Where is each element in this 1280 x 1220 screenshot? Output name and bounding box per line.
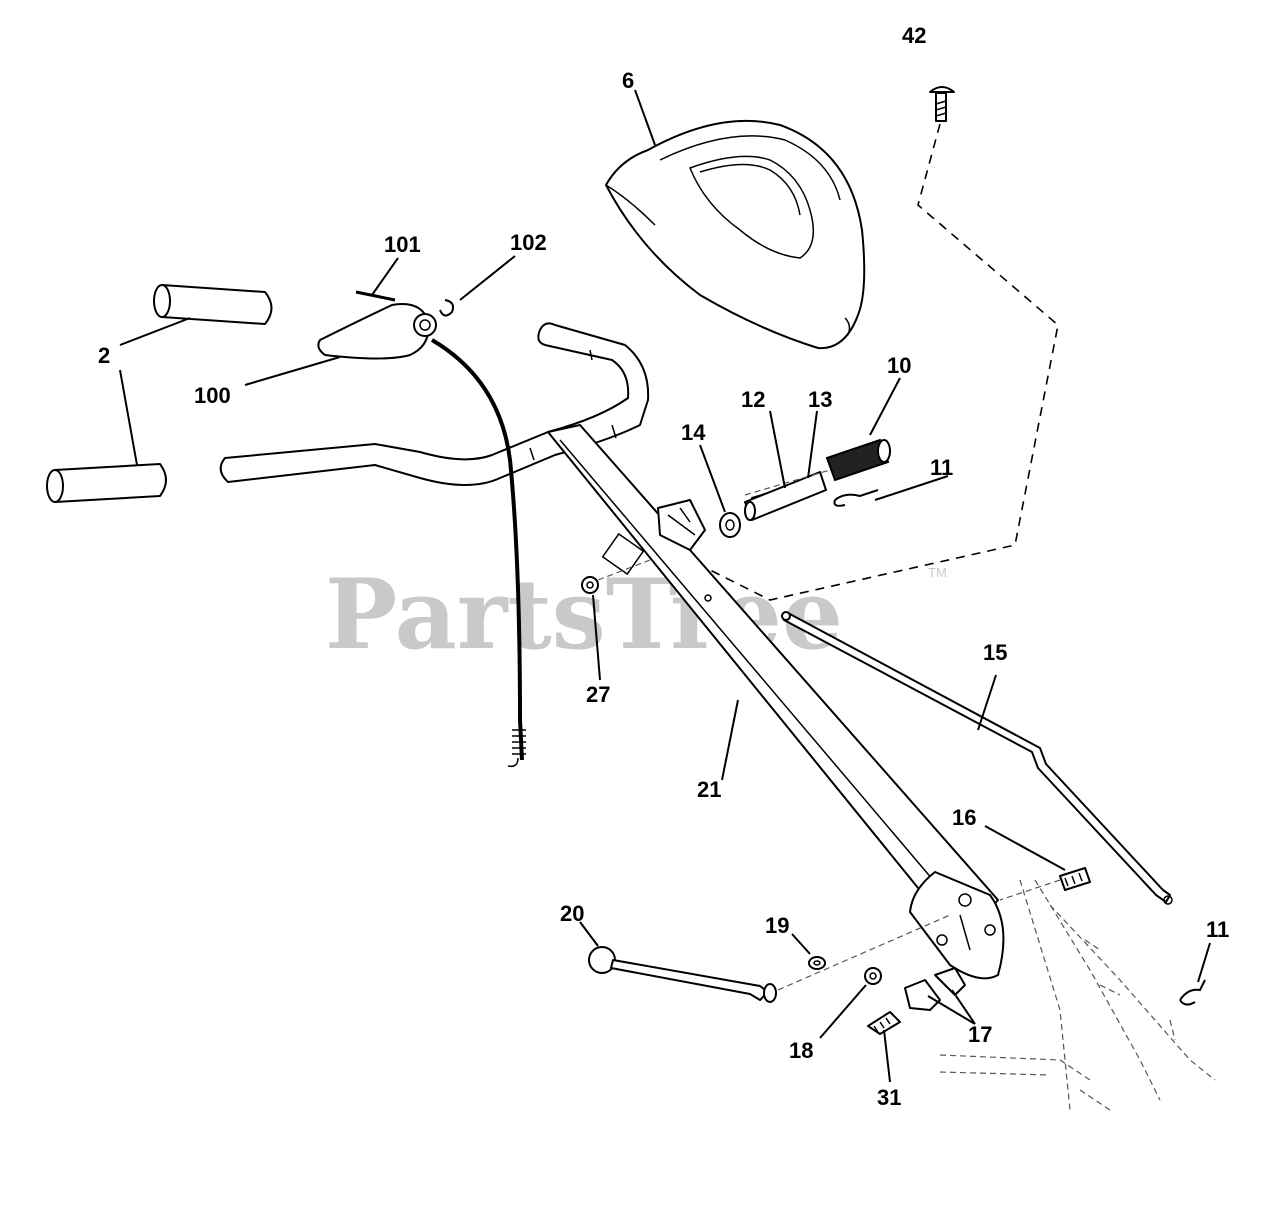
- callout-11-upper[interactable]: 11: [930, 455, 953, 480]
- handle-bracket[interactable]: [657, 499, 706, 551]
- callout-19[interactable]: 19: [765, 913, 789, 938]
- part-10-knurled-grip[interactable]: [825, 438, 891, 482]
- callouts: 42 6 101 102 2 100 10 12 13 14 11 27 15 …: [98, 23, 1229, 1110]
- part-2-hand-grip-upper[interactable]: [153, 284, 273, 325]
- callout-42[interactable]: 42: [902, 23, 926, 48]
- callout-13[interactable]: 13: [808, 387, 832, 412]
- background-tiller-frame: [939, 879, 1216, 1111]
- callout-100[interactable]: 100: [194, 383, 231, 408]
- callout-21[interactable]: 21: [697, 777, 721, 802]
- part-11-hairpin-clip-lower[interactable]: [1179, 979, 1206, 1006]
- part-13-shaft[interactable]: [744, 471, 827, 521]
- part-14-spacer[interactable]: [719, 512, 741, 538]
- assembly-line-20: [777, 914, 951, 991]
- callout-11-lower[interactable]: 11: [1206, 917, 1229, 942]
- callout-31[interactable]: 31: [877, 1085, 901, 1110]
- part-2-hand-grip-lower[interactable]: [46, 463, 167, 503]
- callout-101[interactable]: 101: [384, 232, 421, 257]
- part-102-clip[interactable]: [439, 299, 455, 317]
- control-cable: [430, 338, 524, 761]
- callout-2[interactable]: 2: [98, 343, 110, 368]
- callout-16[interactable]: 16: [952, 805, 976, 830]
- part-31-bolt[interactable]: [867, 1011, 901, 1035]
- callout-15[interactable]: 15: [983, 640, 1007, 665]
- part-20-shift-lever[interactable]: [588, 946, 777, 1003]
- handle-base-plate[interactable]: [909, 871, 1005, 980]
- part-11-hairpin-clip-upper[interactable]: [833, 489, 879, 507]
- part-42-carriage-bolt[interactable]: [929, 86, 955, 122]
- part-6-console-cover[interactable]: [605, 119, 866, 350]
- part-15-shift-rod[interactable]: [781, 611, 1173, 905]
- watermark-trademark: TM: [928, 565, 947, 580]
- part-27-nut[interactable]: [581, 576, 599, 594]
- part-17-pads[interactable]: [904, 967, 966, 1011]
- assembly-line-13: [744, 469, 831, 496]
- callout-20[interactable]: 20: [560, 901, 584, 926]
- part-100-control-lever[interactable]: [317, 303, 437, 360]
- cable-spring: [507, 729, 526, 768]
- callout-6[interactable]: 6: [622, 68, 634, 93]
- callout-18[interactable]: 18: [789, 1038, 813, 1063]
- assembly-line-16: [999, 879, 1061, 901]
- callout-14[interactable]: 14: [681, 420, 706, 445]
- callout-12[interactable]: 12: [741, 387, 765, 412]
- handlebar[interactable]: [219, 322, 650, 486]
- callout-27[interactable]: 27: [586, 682, 610, 707]
- part-18-nut[interactable]: [864, 967, 882, 985]
- part-101-pin[interactable]: [355, 290, 396, 302]
- part-19-washer[interactable]: [808, 956, 826, 970]
- callout-17[interactable]: 17: [968, 1022, 992, 1047]
- leader-lines: [119, 89, 1211, 1083]
- assembly-line-42: [699, 123, 1059, 601]
- callout-10[interactable]: 10: [887, 353, 911, 378]
- callout-102[interactable]: 102: [510, 230, 547, 255]
- part-16-bolt[interactable]: [1059, 867, 1091, 891]
